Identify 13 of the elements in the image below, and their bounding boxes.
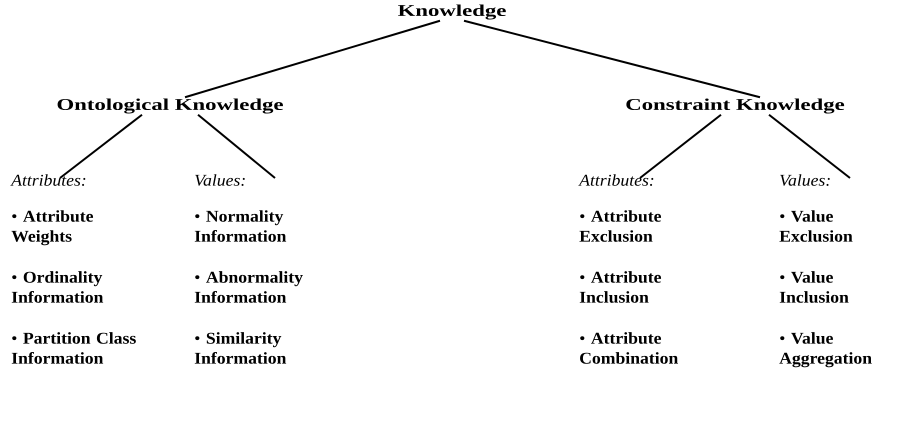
- connector-line: [768, 114, 851, 179]
- category-list: Attributes: • Attribute Weights • Ordinality Information • Partition Class Information: [10, 174, 136, 364]
- connector-line: [464, 20, 760, 98]
- connector-line: [197, 114, 276, 179]
- category-list: Attributes: • Attribute Exclusion • Attribute Inclusion • Attribute Combination: [578, 174, 678, 364]
- heading-text: Ontological Knowledge: [58, 98, 283, 114]
- category-list: Values: • Normality Information • Abnormality Information • Similarity Information: [194, 174, 303, 364]
- category-list: Values: • Value Exclusion • Value Inclusion • Value Aggregation: [779, 174, 872, 368]
- connector-line: [59, 114, 143, 179]
- heading-text: Knowledge: [398, 4, 506, 20]
- connector-line: [184, 20, 440, 98]
- connector-line: [639, 114, 722, 179]
- heading-text: Constraint Knowledge: [626, 98, 844, 114]
